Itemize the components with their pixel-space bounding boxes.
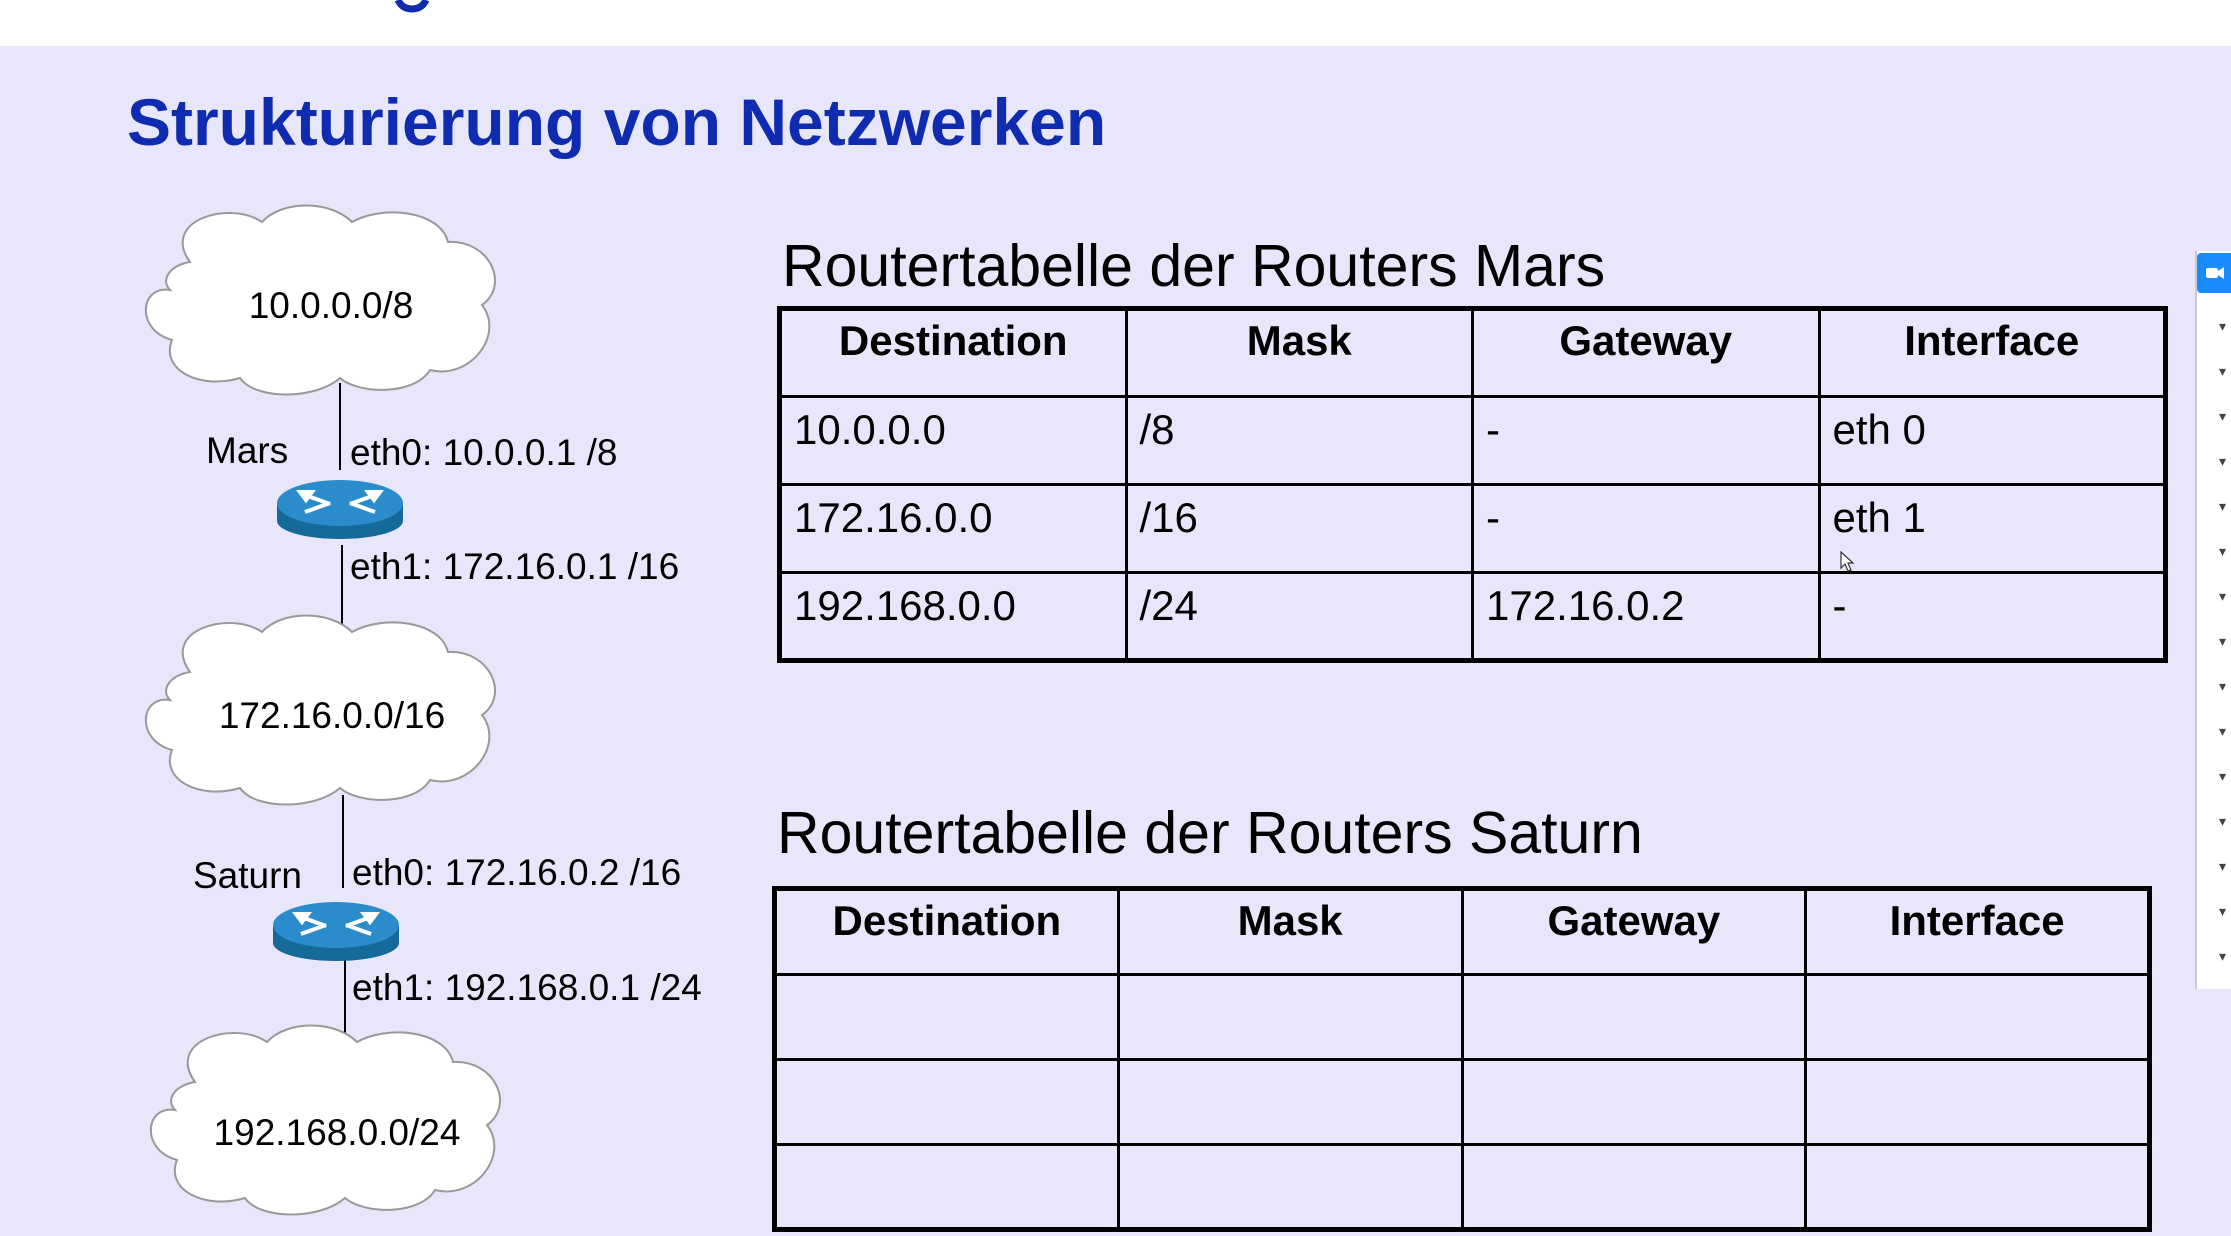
table-cell[interactable] [1804, 1143, 2151, 1231]
network-label: 192.168.0.0/24 [213, 1112, 461, 1153]
table-row: 10.0.0.0 /8 - eth 0 [778, 395, 2167, 486]
chevron-down-icon[interactable]: ▾ [2219, 858, 2227, 874]
column-header: Gateway [1460, 887, 1808, 976]
column-header: Destination [778, 307, 1128, 398]
table-cell[interactable] [1804, 973, 2151, 1061]
chevron-down-icon[interactable]: ▾ [2219, 768, 2227, 784]
table-cell[interactable] [1116, 1143, 1464, 1231]
cloud-icon [144, 614, 496, 806]
table-cell[interactable] [1804, 1058, 2151, 1146]
table-cell[interactable] [1116, 1058, 1464, 1146]
chevron-down-icon[interactable]: ▾ [2219, 588, 2227, 604]
table-cell: /24 [1124, 571, 1474, 662]
top-bar [0, 0, 2231, 46]
table-cell[interactable] [773, 973, 1120, 1061]
table-cell[interactable] [1460, 1143, 1808, 1231]
table-cell[interactable] [1460, 1058, 1808, 1146]
table-cell[interactable] [1116, 973, 1464, 1061]
video-camera-icon[interactable] [2197, 253, 2231, 293]
column-header: Destination [773, 887, 1120, 976]
network-label: 10.0.0.0/8 [248, 285, 414, 326]
interface-label: eth1: 192.168.0.1 /24 [352, 967, 702, 1008]
table-cell: 172.16.0.0 [778, 483, 1128, 574]
table-cell[interactable] [1460, 973, 1808, 1061]
router-name-mars: Mars [206, 430, 289, 471]
router-name-saturn: Saturn [193, 855, 303, 896]
table-cell: - [1817, 571, 2167, 662]
chevron-down-icon[interactable]: ▾ [2219, 318, 2227, 334]
column-header: Interface [1804, 887, 2151, 976]
table-header-row: Destination Mask Gateway Interface [773, 887, 2151, 976]
table-row [773, 1058, 2151, 1146]
cloud-icon [149, 1024, 501, 1216]
chevron-down-icon[interactable]: ▾ [2219, 633, 2227, 649]
table-cell: 10.0.0.0 [778, 395, 1128, 486]
saturn-routing-table: Destination Mask Gateway Interface [772, 886, 2152, 1232]
saturn-table-title: Routertabelle der Routers Saturn [777, 800, 1643, 866]
chevron-down-icon[interactable]: ▾ [2219, 408, 2227, 424]
table-cell[interactable] [773, 1058, 1120, 1146]
network-label: 172.16.0.0/16 [218, 695, 446, 736]
mars-table-title: Routertabelle der Routers Mars [782, 233, 1606, 299]
column-header: Interface [1817, 307, 2167, 398]
table-header-row: Destination Mask Gateway Interface [778, 307, 2167, 398]
table-cell[interactable] [773, 1143, 1120, 1231]
interface-label: eth1: 172.16.0.1 /16 [350, 546, 680, 587]
table-row [773, 973, 2151, 1061]
mars-routing-table: Destination Mask Gateway Interface 10.0.… [777, 306, 2168, 663]
chevron-down-icon[interactable]: ▾ [2219, 723, 2227, 739]
table-row: 172.16.0.0 /16 - eth 1 [778, 483, 2167, 574]
table-cell: 172.16.0.2 [1471, 571, 1821, 662]
table-cell: eth 0 [1817, 395, 2167, 486]
table-cell: 192.168.0.0 [778, 571, 1128, 662]
chevron-down-icon[interactable]: ▾ [2219, 903, 2227, 919]
table-cell: eth 1 [1817, 483, 2167, 574]
table-row: 192.168.0.0 /24 172.16.0.2 - [778, 571, 2167, 662]
table-row [773, 1143, 2151, 1231]
table-cell: - [1471, 483, 1821, 574]
interface-label: eth0: 10.0.0.1 /8 [350, 432, 618, 473]
table-cell: /8 [1124, 395, 1474, 486]
column-header: Mask [1124, 307, 1474, 398]
chevron-down-icon[interactable]: ▾ [2219, 498, 2227, 514]
router-icon [273, 902, 399, 961]
table-cell: /16 [1124, 483, 1474, 574]
chevron-down-icon[interactable]: ▾ [2219, 678, 2227, 694]
cloud-icon [144, 204, 496, 396]
table-cell: - [1471, 395, 1821, 486]
router-icon [277, 480, 403, 539]
chevron-down-icon[interactable]: ▾ [2219, 363, 2227, 379]
interface-label: eth0: 172.16.0.2 /16 [352, 852, 682, 893]
chevron-down-icon[interactable]: ▾ [2219, 543, 2227, 559]
chevron-down-icon[interactable]: ▾ [2219, 813, 2227, 829]
chevron-down-icon[interactable]: ▾ [2219, 453, 2227, 469]
mouse-cursor-icon [1840, 551, 1855, 572]
cut-off-title-glyph [394, 0, 430, 13]
side-toolbar [2195, 251, 2231, 989]
slide-title: Strukturierung von Netzwerken [127, 85, 1107, 159]
chevron-down-icon[interactable]: ▾ [2219, 948, 2227, 964]
column-header: Gateway [1471, 307, 1821, 398]
column-header: Mask [1116, 887, 1464, 976]
